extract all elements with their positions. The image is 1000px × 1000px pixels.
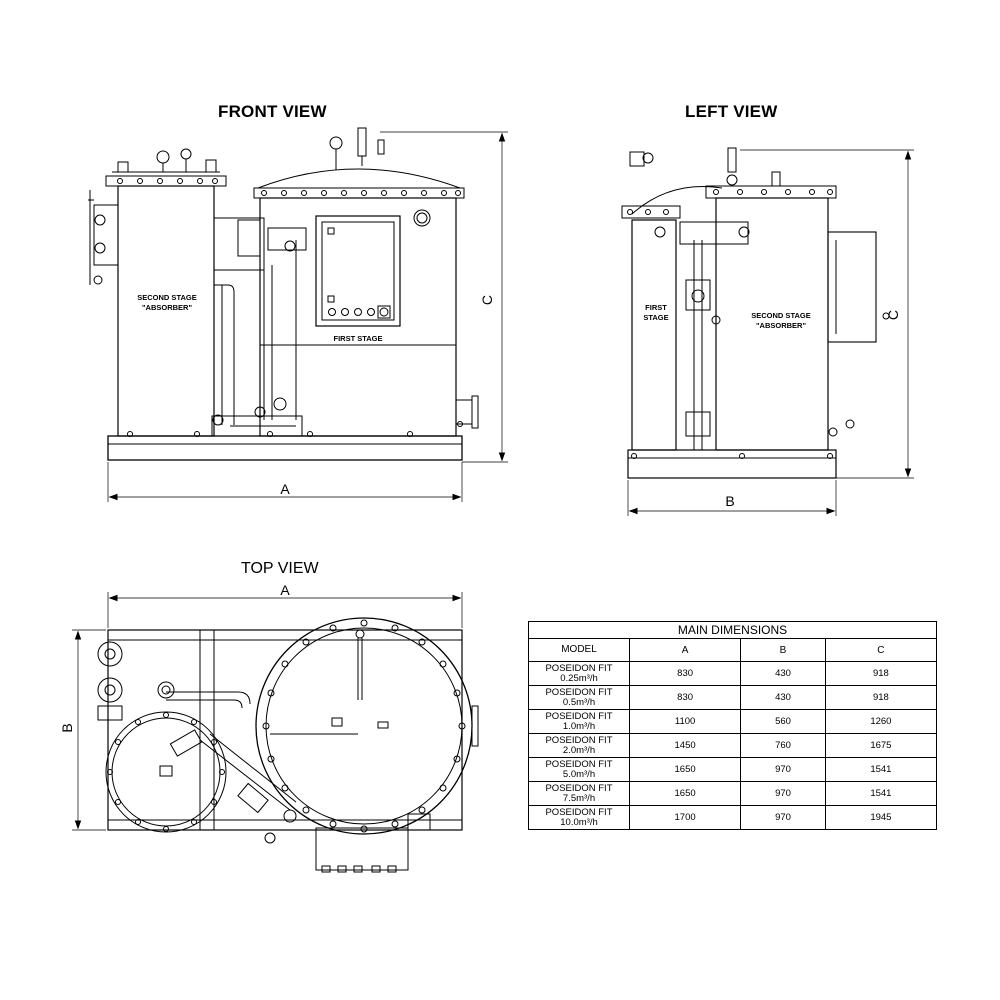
cell-a: 1450 (628, 733, 742, 758)
table-title: MAIN DIMENSIONS (528, 621, 937, 638)
front-dimension-c: C (479, 295, 495, 305)
left-absorber-label: "ABSORBER" (756, 321, 806, 330)
cell-a: 1650 (628, 757, 742, 782)
model-name: POSEIDON FIT (545, 782, 613, 794)
cell-c: 1260 (824, 709, 938, 734)
header-model: MODEL (528, 638, 630, 662)
model-capacity: 0.25m³/h (560, 672, 598, 684)
top-view-title: TOP VIEW (241, 560, 319, 577)
left-second-stage-label: SECOND STAGE (751, 311, 810, 320)
cell-a: 1700 (628, 805, 742, 830)
cell-a: 1650 (628, 781, 742, 806)
model-capacity: 2.0m³/h (562, 744, 596, 756)
model-capacity: 1.0m³/h (562, 720, 596, 732)
cell-b: 970 (740, 781, 826, 806)
cell-b: 760 (740, 733, 826, 758)
model-name: POSEIDON FIT (545, 662, 613, 674)
cell-c: 1541 (824, 757, 938, 782)
model-name: POSEIDON FIT (545, 710, 613, 722)
front-second-stage-label: SECOND STAGE (137, 293, 196, 302)
cell-c: 918 (824, 685, 938, 710)
left-view-title: LEFT VIEW (685, 102, 778, 121)
cell-a: 830 (628, 661, 742, 686)
cell-b: 430 (740, 685, 826, 710)
left-dimension-b: B (725, 493, 734, 509)
top-dimension-b: B (59, 723, 75, 732)
table-header-row: MODEL A B C (528, 638, 938, 662)
cell-c: 1675 (824, 733, 938, 758)
cell-a: 830 (628, 685, 742, 710)
model-capacity: 10.0m³/h (560, 816, 598, 828)
header-c: C (824, 638, 938, 662)
front-view: SECOND STAGE "ABSORBER" FIRST STA (88, 127, 508, 502)
absorber-flange-bolts (117, 178, 218, 184)
cell-a: 1100 (628, 709, 742, 734)
model-capacity: 0.5m³/h (562, 696, 596, 708)
cell-c: 918 (824, 661, 938, 686)
header-a: A (628, 638, 742, 662)
header-b: B (740, 638, 826, 662)
front-first-stage-label: FIRST STAGE (333, 334, 382, 343)
model-name: POSEIDON FIT (545, 806, 613, 818)
top-view: A B (59, 582, 479, 873)
model-name: POSEIDON FIT (545, 734, 613, 746)
left-view: FIRST STAGE SECOND STAGE "ABSORBER" (621, 147, 914, 516)
model-name: POSEIDON FIT (545, 758, 613, 770)
front-dimension-a: A (280, 481, 290, 497)
cell-b: 430 (740, 661, 826, 686)
cell-c: 1541 (824, 781, 938, 806)
left-stage-label: STAGE (643, 313, 668, 322)
cell-c: 1945 (824, 805, 938, 830)
front-absorber-label: "ABSORBER" (142, 303, 192, 312)
cell-b: 970 (740, 805, 826, 830)
top-dimension-a: A (280, 582, 290, 598)
left-first-label: FIRST (645, 303, 667, 312)
small-flange-bolts (107, 712, 225, 832)
cell-b: 560 (740, 709, 826, 734)
model-name: POSEIDON FIT (545, 686, 613, 698)
first-stage-flange-bolts (261, 190, 461, 196)
model-capacity: 7.5m³/h (562, 792, 596, 804)
big-flange-bolts (262, 619, 466, 833)
model-capacity: 5.0m³/h (562, 768, 596, 780)
main-dimensions-table: MAIN DIMENSIONS MODEL A B C POSEIDON FIT… (528, 621, 938, 830)
cell-b: 970 (740, 757, 826, 782)
left-dimension-c: C (885, 310, 901, 320)
front-view-title: FRONT VIEW (218, 102, 327, 121)
